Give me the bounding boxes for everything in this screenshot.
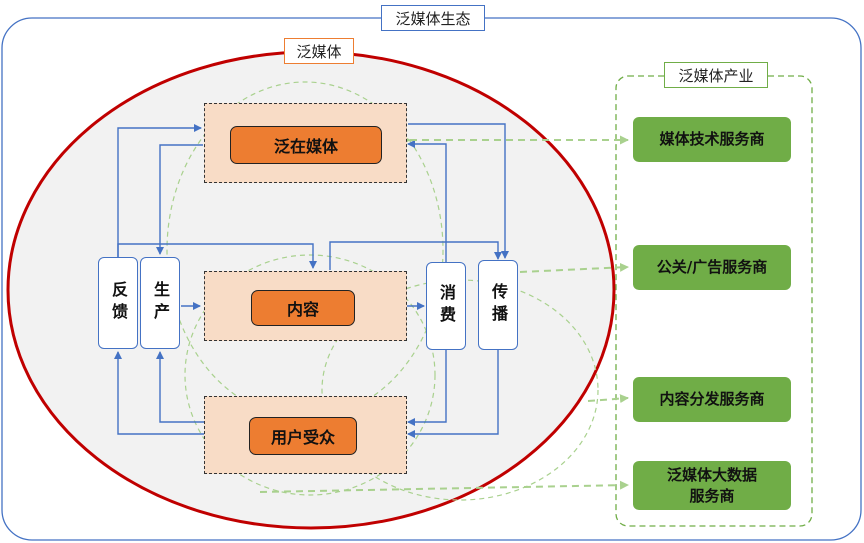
pan-media-title: 泛媒体 [284,38,354,64]
node-dissemination: 传播 [478,260,518,350]
arrow-users-to-production [156,351,204,423]
provider-pr-ad: 公关/广告服务商 [633,245,791,290]
node-consumption: 消费 [426,262,466,350]
overlap-circle-top [166,81,444,419]
overlap-circle-bottom [184,254,436,496]
provider-media-tech: 媒体技术服务商 [633,117,791,162]
arrow-consumption-to-users [407,350,447,426]
arrow-dissemination-to-users [407,350,499,438]
ecosystem-title: 泛媒体生态 [381,5,485,31]
arrow-feedback-to-media [117,124,202,258]
node-production: 生产 [140,257,180,349]
arrow-feedback-to-content [117,243,317,269]
link-pr-ad [519,262,629,273]
arrow-media-to-production [156,144,203,255]
link-big-data [259,480,629,493]
node-ubiquitous-media: 泛在媒体 [230,126,382,164]
link-content-distribution [587,394,629,404]
arrow-content-to-dissemination [329,241,502,270]
arrow-media-to-dissemination [408,123,509,259]
node-feedback: 反馈 [98,257,138,349]
arrow-users-to-feedback [114,351,204,435]
node-user-audience: 用户受众 [249,417,357,455]
industry-title: 泛媒体产业 [664,62,768,88]
provider-big-data: 泛媒体大数据 服务商 [633,461,791,510]
provider-content-distribution: 内容分发服务商 [633,377,791,422]
node-content: 内容 [251,290,355,326]
